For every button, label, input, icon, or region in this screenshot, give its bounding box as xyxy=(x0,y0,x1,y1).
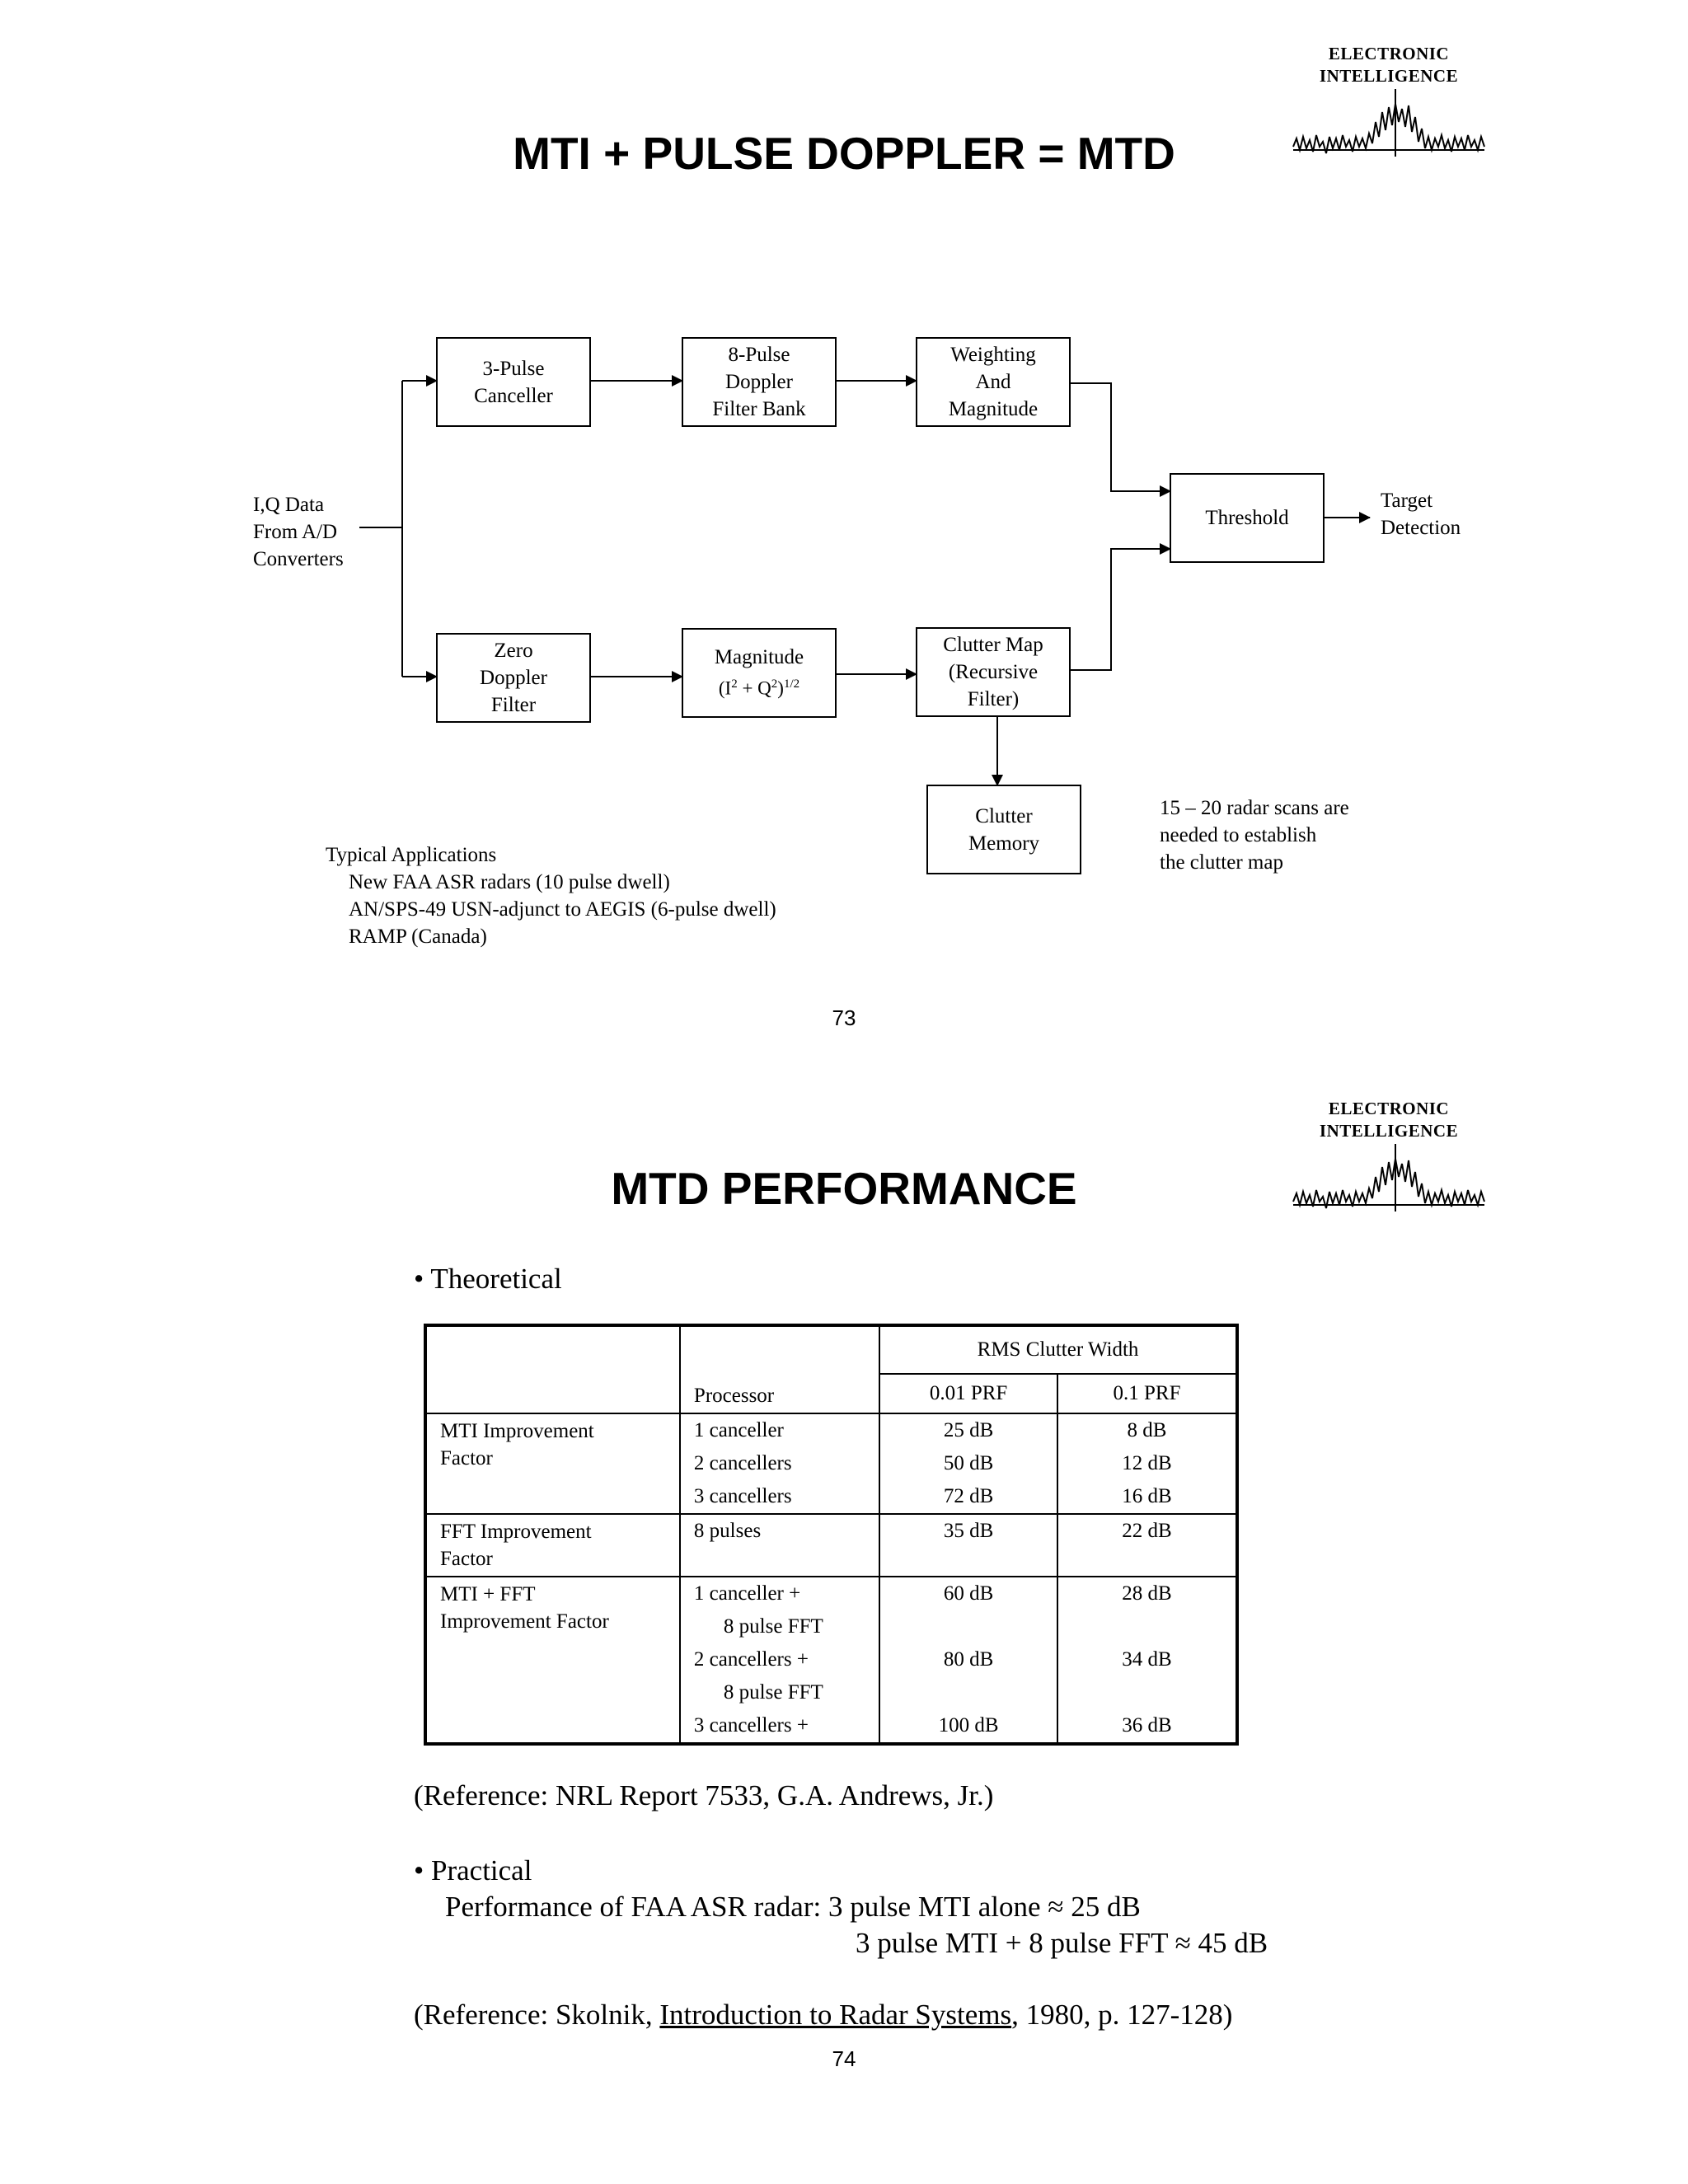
electronic-intelligence-logo: ELECTRONIC INTELLIGENCE xyxy=(1282,1098,1496,1218)
typical-applications: Typical Applications New FAA ASR radars … xyxy=(326,841,776,950)
page-number-73: 73 xyxy=(832,1005,856,1030)
value-cell: 35 dB xyxy=(879,1513,1059,1577)
applications-title: Typical Applications xyxy=(326,844,497,866)
signal-trace-icon xyxy=(1292,89,1485,157)
reference-skolnik: (Reference: Skolnik, Introduction to Rad… xyxy=(414,1999,1233,2031)
reference-nrl: (Reference: NRL Report 7533, G.A. Andrew… xyxy=(414,1779,994,1811)
slide-73: ELECTRONIC INTELLIGENCE MTI + PULSE DOPP… xyxy=(0,0,1688,1055)
table-header-row: Processor RMS Clutter Width xyxy=(424,1324,1238,1414)
table-corner-cell xyxy=(424,1324,681,1414)
slide1-title: MTI + PULSE DOPPLER = MTD xyxy=(513,128,1175,179)
application-item: AN/SPS-49 USN-adjunct to AEGIS (6-pulse … xyxy=(349,898,776,921)
logo-line1: ELECTRONIC xyxy=(1328,1099,1450,1118)
performance-table: Processor RMS Clutter Width 0.01 PRF 0.1… xyxy=(424,1324,1239,1746)
mtd-block-diagram xyxy=(359,337,1371,874)
practical-line-1: Performance of FAA ASR radar: 3 pulse MT… xyxy=(445,1891,1141,1923)
logo-line2: INTELLIGENCE xyxy=(1319,66,1459,86)
processor-cell: 1 canceller + 8 pulse FFT 2 cancellers +… xyxy=(678,1576,881,1745)
application-item: New FAA ASR radars (10 pulse dwell) xyxy=(349,871,670,893)
processor-cell: 8 pulses xyxy=(678,1513,881,1577)
slide-74: ELECTRONIC INTELLIGENCE MTD PERFORMANCE … xyxy=(0,1055,1688,2184)
col-001-prf-header: 0.01 PRF xyxy=(879,1373,1059,1414)
box-clutter-memory-outline xyxy=(926,785,1081,874)
magnitude-box: Magnitude(I2 + Q2)1/2 xyxy=(682,629,836,717)
table-subheader-row: 0.01 PRF 0.1 PRF xyxy=(425,1373,1238,1414)
col-01-prf-header: 0.1 PRF xyxy=(1057,1373,1238,1414)
processor-header: Processor xyxy=(678,1324,881,1414)
rms-clutter-width-header: RMS Clutter Width xyxy=(879,1324,1238,1375)
slide2-title: MTD PERFORMANCE xyxy=(611,1163,1077,1214)
practical-line-2: 3 pulse MTI + 8 pulse FFT ≈ 45 dB xyxy=(856,1927,1268,1959)
magnitude-formula: (I2 + Q2)1/2 xyxy=(718,677,800,699)
application-item: RAMP (Canada) xyxy=(349,926,487,948)
threshold-box: Threshold xyxy=(1205,507,1289,529)
practical-label: • Practical xyxy=(414,1854,532,1886)
electronic-intelligence-logo: ELECTRONIC INTELLIGENCE xyxy=(1282,43,1496,163)
book-title: Introduction to Radar Systems xyxy=(659,1999,1012,2031)
signal-trace-icon xyxy=(1292,1144,1485,1212)
value-cell: 22 dB xyxy=(1057,1513,1238,1577)
theoretical-label: • Theoretical xyxy=(414,1263,562,1295)
logo-line1: ELECTRONIC xyxy=(1328,44,1450,63)
logo-line2: INTELLIGENCE xyxy=(1319,1121,1459,1141)
page-number-74: 74 xyxy=(832,2046,856,2071)
